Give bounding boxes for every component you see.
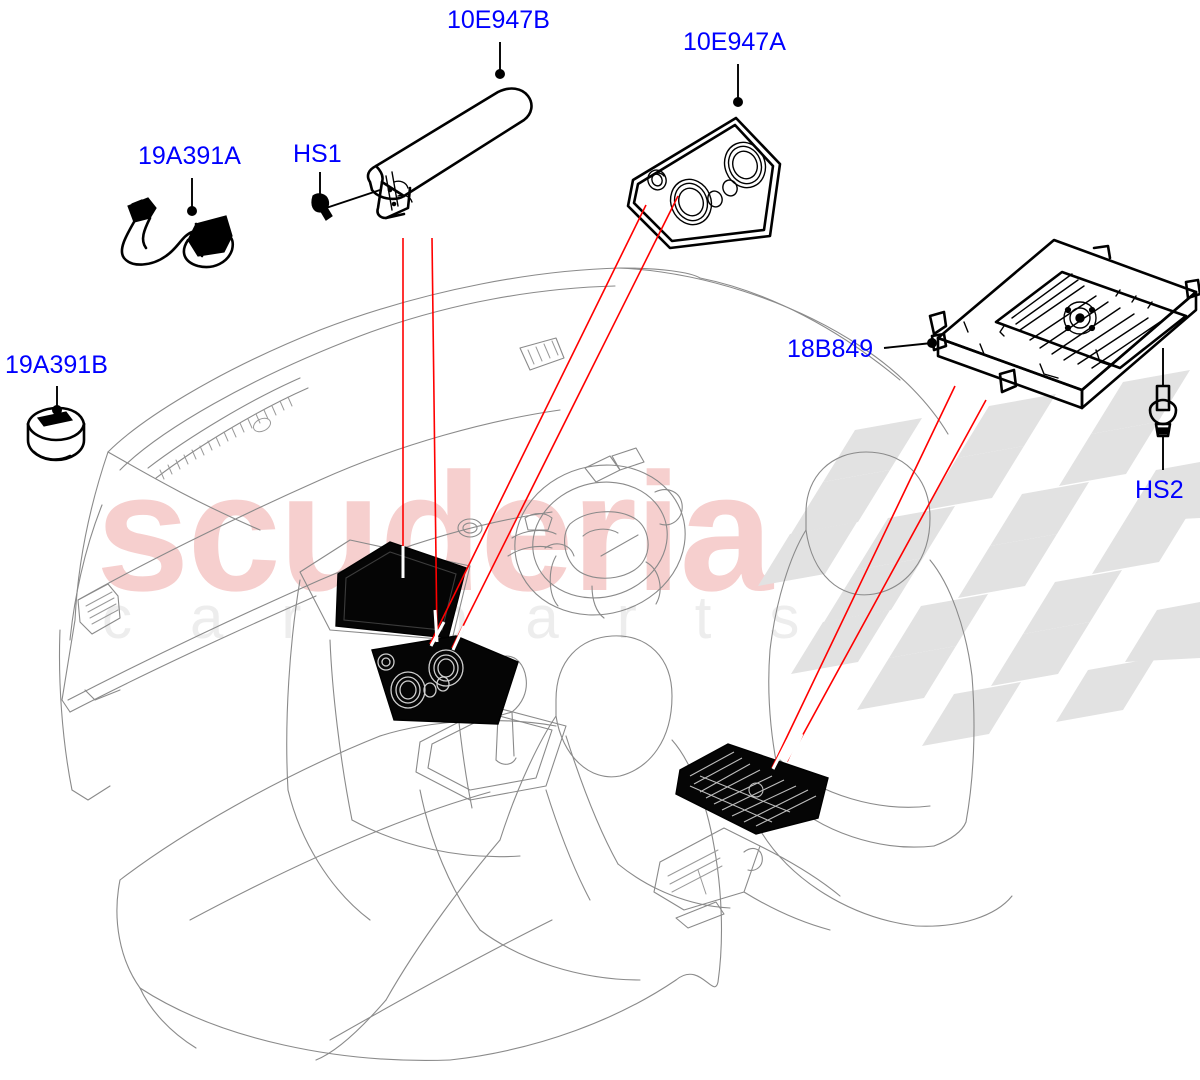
vehicle-interior-ghost xyxy=(58,267,1013,1061)
part-HS2-fastener xyxy=(1148,384,1178,438)
part-label-10E947B[interactable]: 10E947B xyxy=(447,6,550,34)
installed-display-screen xyxy=(335,541,467,639)
part-19A391B-microphone xyxy=(26,406,86,462)
part-18B849-mount-tabs xyxy=(928,244,1200,394)
part-10E947A-dials xyxy=(647,141,767,226)
leader-dots xyxy=(52,69,937,415)
part-10E947B-speaker-detail xyxy=(385,171,413,211)
part-10E947A-climate-panel xyxy=(626,116,782,250)
red-callout-lines xyxy=(402,195,987,769)
installed-climate-panel xyxy=(371,635,519,725)
part-label-HS2[interactable]: HS2 xyxy=(1135,476,1184,504)
part-label-HS1[interactable]: HS1 xyxy=(293,140,342,168)
part-18B849-top-details xyxy=(963,289,1153,379)
red-line-tips xyxy=(401,546,804,770)
part-label-19A391B[interactable]: 19A391B xyxy=(5,351,108,379)
part-label-10E947A[interactable]: 10E947A xyxy=(683,28,786,56)
part-label-19A391A[interactable]: 19A391A xyxy=(138,142,241,170)
installed-amplifier xyxy=(675,743,829,835)
part-19A391A-microphone xyxy=(127,197,233,257)
part-label-18B849[interactable]: 18B849 xyxy=(787,335,874,363)
part-19A391A-lead xyxy=(120,216,235,269)
hs1-pointer xyxy=(319,189,381,211)
label-leaders xyxy=(56,42,933,410)
checkered-flag-watermark xyxy=(758,370,1200,746)
part-10E947B-speaker xyxy=(366,87,533,220)
part-19A391A-connector-detail xyxy=(131,199,147,213)
